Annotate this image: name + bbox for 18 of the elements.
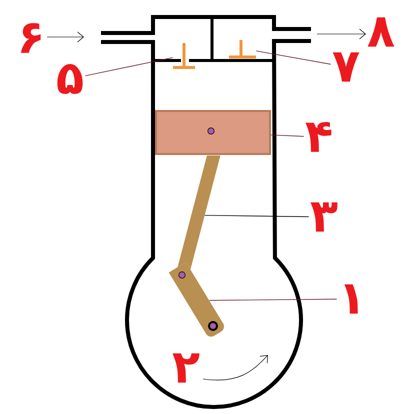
valve bbox=[173, 43, 195, 69]
callout-number: ۴ bbox=[306, 122, 332, 152]
callout-number: ۶ bbox=[20, 23, 41, 53]
callout-number: ۸ bbox=[368, 17, 394, 47]
callout-number: ۲ bbox=[172, 353, 200, 383]
leader-line bbox=[270, 134, 304, 137]
callout-number: ۳ bbox=[310, 202, 338, 232]
valve bbox=[229, 40, 256, 58]
crank-arm bbox=[168, 262, 224, 337]
callout-number: ۱ bbox=[344, 284, 358, 314]
piston bbox=[155, 110, 271, 155]
leader-line bbox=[204, 214, 310, 218]
leader-line bbox=[84, 57, 174, 76]
leader-line bbox=[209, 298, 338, 301]
callout-number: ۷ bbox=[332, 52, 360, 82]
connecting-rod bbox=[178, 156, 220, 270]
callout-number: ۵ bbox=[57, 64, 83, 94]
leader-line bbox=[256, 50, 332, 65]
